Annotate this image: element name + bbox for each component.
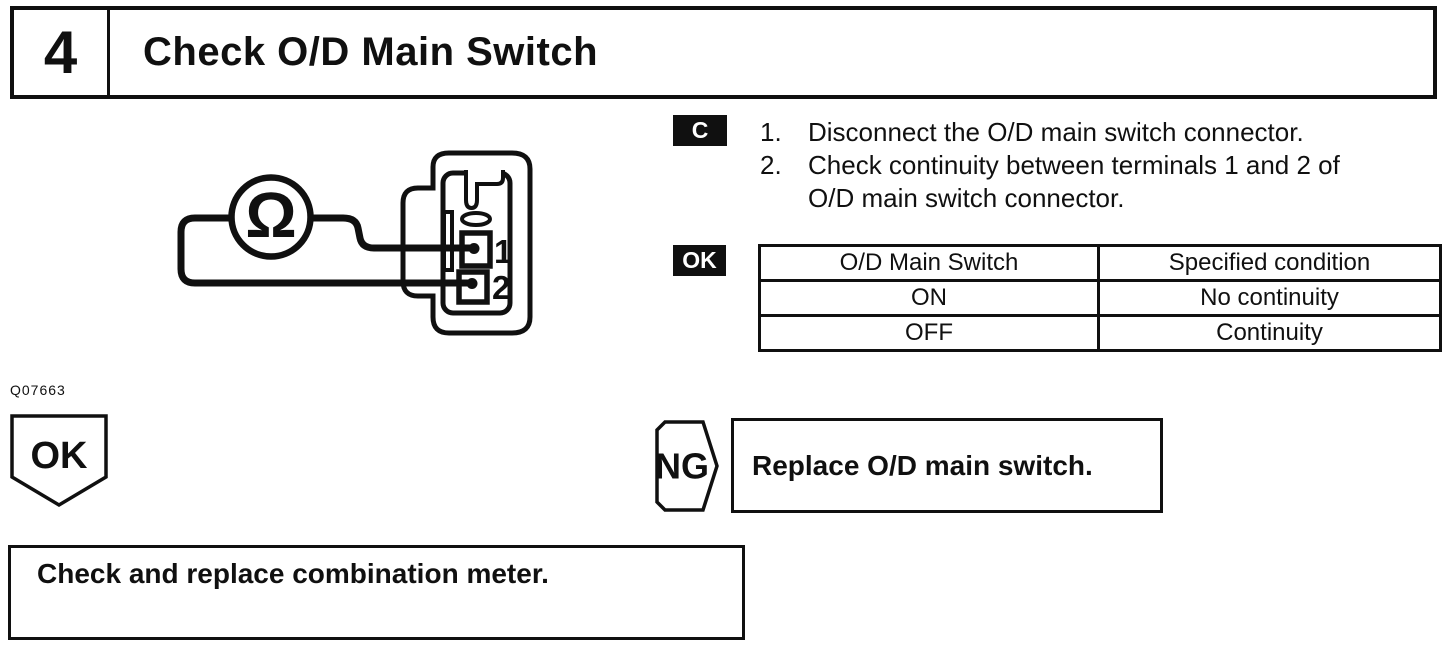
spec-table-row: ON No continuity bbox=[758, 279, 1442, 317]
ng-action-box: Replace O/D main switch. bbox=[731, 418, 1163, 513]
ng-action-text: Replace O/D main switch. bbox=[752, 449, 1093, 481]
figure-code: Q07663 bbox=[10, 382, 66, 398]
spec-table-cell: No continuity bbox=[1097, 279, 1442, 317]
ng-flow-arrow: NG bbox=[655, 420, 719, 512]
spec-table-cell: ON bbox=[758, 279, 1100, 317]
test-lead-to-terminal-2 bbox=[177, 214, 473, 287]
step-header: 4 Check O/D Main Switch bbox=[10, 6, 1437, 99]
connector-oval-slot bbox=[460, 211, 492, 227]
step-number: 4 bbox=[14, 10, 110, 95]
ok-arrow-label: OK bbox=[31, 435, 89, 477]
terminal-2-label: 2 bbox=[492, 269, 510, 306]
ohmmeter-body bbox=[228, 174, 314, 260]
terminal-1-label: 1 bbox=[494, 233, 512, 270]
spec-table: O/D Main Switch Specified condition ON N… bbox=[758, 244, 1442, 352]
instruction-line: Disconnect the O/D main switch connector… bbox=[808, 117, 1304, 147]
page-title: Check O/D Main Switch bbox=[143, 30, 599, 74]
instruction-item: 1. Disconnect the O/D main switch connec… bbox=[760, 116, 1454, 149]
ohmmeter-connector-figure: Ω 1 2 bbox=[177, 150, 533, 336]
spec-table-cell: OFF bbox=[758, 314, 1100, 352]
ng-arrow-label: NG bbox=[655, 446, 709, 487]
ok-action-box: Check and replace combination meter. bbox=[8, 545, 745, 640]
instruction-text: Check continuity between terminals 1 and… bbox=[808, 149, 1454, 215]
instruction-text: Disconnect the O/D main switch connector… bbox=[808, 116, 1454, 149]
ok-arrow-shape bbox=[10, 414, 108, 508]
instruction-number: 1. bbox=[760, 117, 782, 147]
instruction-line: Check continuity between terminals 1 and… bbox=[808, 150, 1340, 180]
spec-table-header-cell: Specified condition bbox=[1097, 244, 1442, 282]
ng-arrow-shape bbox=[655, 420, 719, 512]
instruction-item: 2. Check continuity between terminals 1 … bbox=[760, 149, 1454, 215]
spec-table-row: OFF Continuity bbox=[758, 314, 1442, 352]
connector-side-slot bbox=[442, 210, 454, 272]
terminal-2-contact-dot bbox=[466, 278, 478, 289]
instruction-number: 2. bbox=[760, 150, 782, 180]
connector-check-badge: C bbox=[673, 115, 727, 146]
instruction-list: 1. Disconnect the O/D main switch connec… bbox=[760, 116, 1454, 215]
connector-key-slot bbox=[464, 170, 505, 211]
terminal-1-contact-dot bbox=[468, 243, 480, 254]
instruction-line: O/D main switch connector. bbox=[808, 183, 1125, 213]
ok-action-text: Check and replace combination meter. bbox=[37, 558, 549, 589]
ohm-icon: Ω bbox=[245, 179, 296, 251]
test-lead-to-terminal-1 bbox=[309, 214, 474, 252]
ok-flow-arrow: OK bbox=[10, 414, 108, 508]
ok-spec-badge: OK bbox=[673, 245, 726, 276]
spec-table-header-row: O/D Main Switch Specified condition bbox=[758, 244, 1442, 282]
spec-table-header-cell: O/D Main Switch bbox=[758, 244, 1100, 282]
spec-table-cell: Continuity bbox=[1097, 314, 1442, 352]
